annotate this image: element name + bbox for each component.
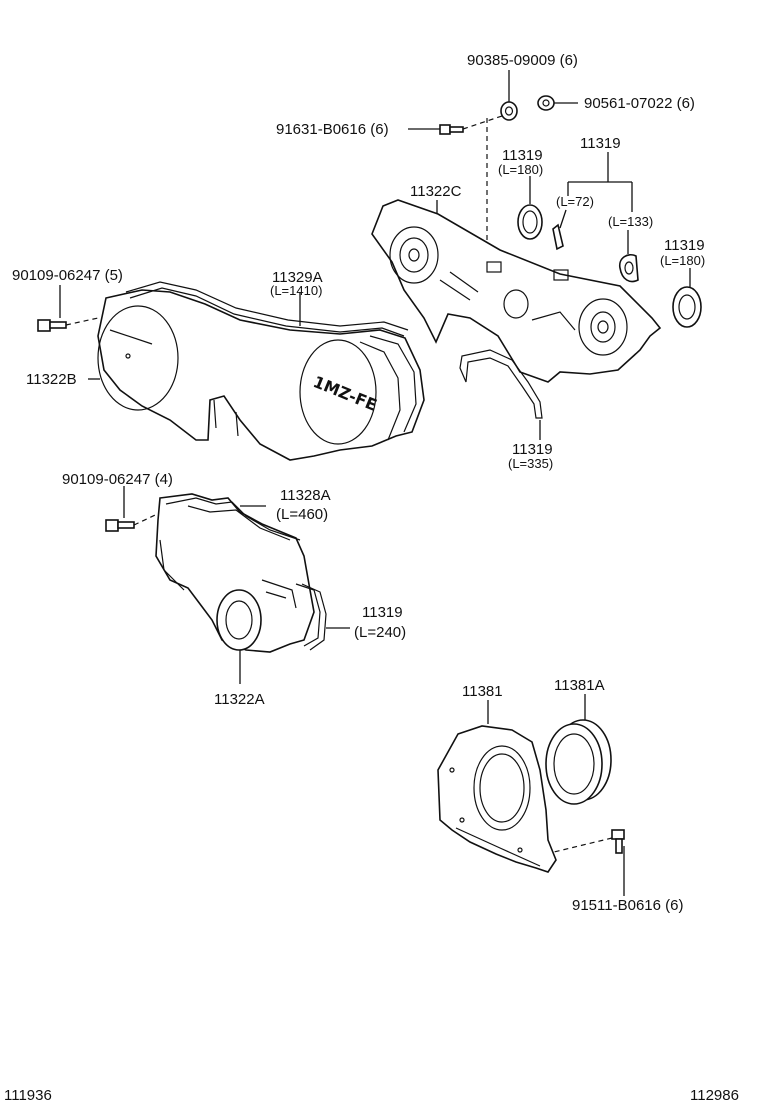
label-11381: 11381 [462, 683, 503, 700]
gasket-11329a [125, 281, 409, 337]
seal-11319-top [517, 204, 543, 240]
label-11319-right-length: (L=180) [660, 253, 705, 268]
bolt-90109-b [105, 519, 135, 532]
label-11329a: 11329A [272, 269, 323, 286]
label-11319-l133: (L=133) [608, 214, 653, 229]
bolt-91631 [439, 124, 464, 135]
label-11322b: 11322B [26, 371, 77, 388]
footer-left-code: 111936 [4, 1087, 52, 1104]
seal-11319-l72 [552, 223, 564, 251]
timing-cover-11322b: 1MZ-FE [97, 289, 425, 461]
timing-cover-11322a [155, 493, 315, 653]
washer-90561 [537, 95, 555, 111]
label-11329a-length: (L=1410) [270, 283, 322, 298]
oil-seal-11381a [545, 719, 612, 805]
label-91631-b0616: 91631-B0616 (6) [276, 121, 389, 138]
label-91511-b0616: 91511-B0616 (6) [572, 897, 683, 914]
gasket-11328a [159, 497, 301, 591]
gasket-11319-mid [459, 349, 543, 419]
oil-seal-retainer-11381 [437, 725, 557, 873]
label-11319-top: 11319 [502, 147, 543, 164]
seal-11319-l133 [618, 253, 639, 283]
label-11328a: 11328A [280, 487, 331, 504]
label-11319-mid-length: (L=335) [508, 456, 553, 471]
timing-belt-plate-11322c [371, 199, 662, 383]
label-11319-group: 11319 [580, 135, 621, 152]
label-90109-06247-b: 90109-06247 (4) [62, 471, 173, 488]
label-90385-09009: 90385-09009 (6) [467, 52, 578, 69]
label-11328a-length: (L=460) [276, 506, 328, 523]
label-11319-low-length: (L=240) [354, 624, 406, 641]
label-90561-07022: 90561-07022 (6) [584, 95, 695, 112]
label-90109-06247-a: 90109-06247 (5) [12, 267, 123, 284]
label-11319-low: 11319 [362, 604, 403, 621]
label-11319-right: 11319 [664, 237, 705, 254]
footer-right-code: 112986 [690, 1087, 739, 1104]
bolt-90109-a [37, 319, 67, 332]
label-11319-l72: (L=72) [556, 194, 594, 209]
gasket-11319-low [295, 583, 327, 651]
label-11319-top-length: (L=180) [498, 162, 543, 177]
label-11322a: 11322A [214, 691, 265, 708]
label-11319-mid: 11319 [512, 441, 553, 458]
seal-11319-right [672, 286, 702, 328]
label-11381a: 11381A [554, 677, 605, 694]
bolt-91511 [611, 829, 625, 854]
nut-90385 [500, 101, 518, 121]
label-11322c: 11322C [410, 183, 462, 200]
